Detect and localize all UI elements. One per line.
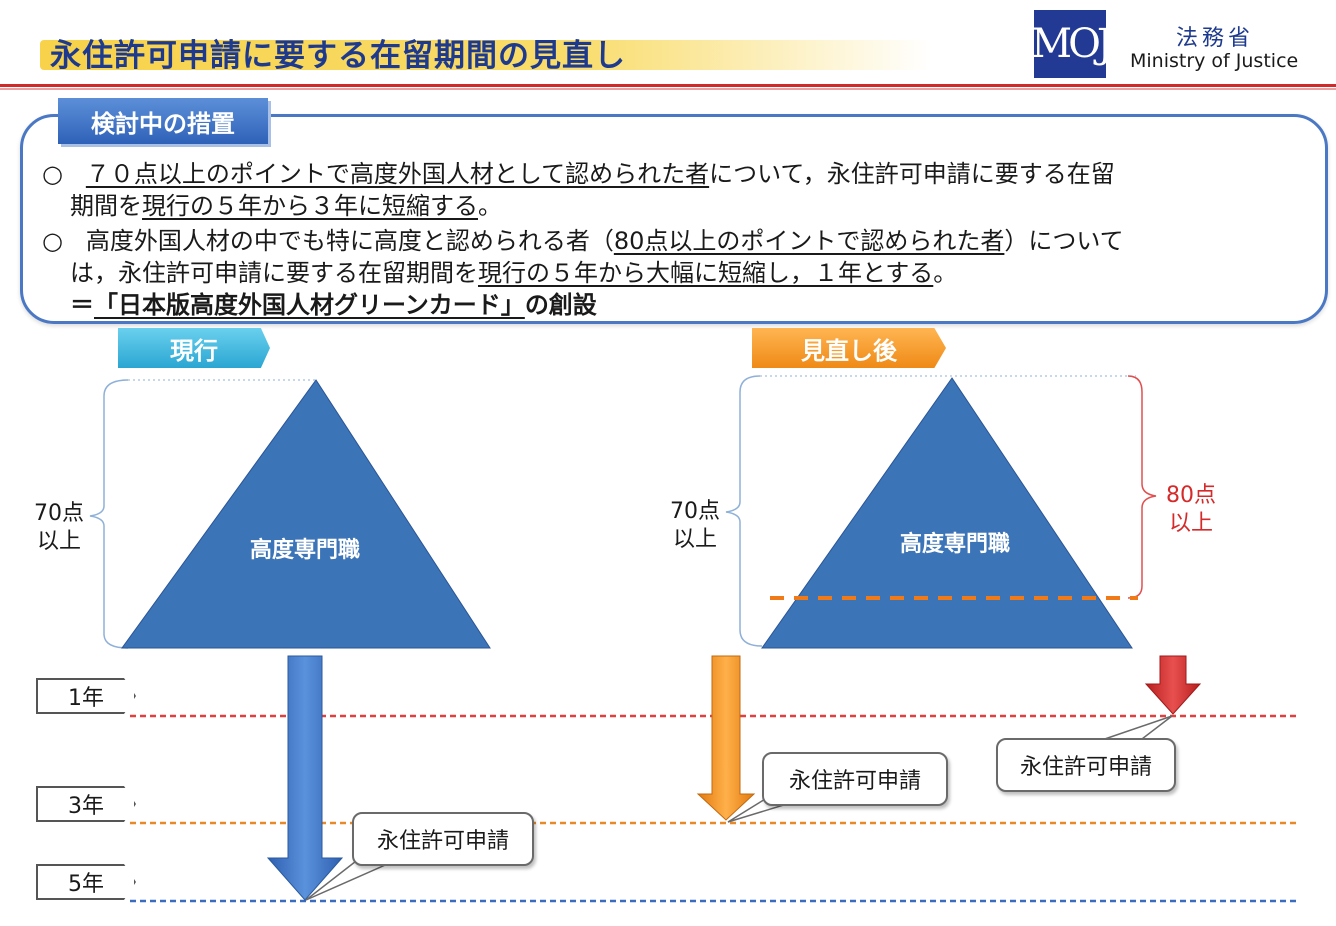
year-tag-1: 1年	[36, 678, 136, 714]
measures-box	[20, 114, 1328, 324]
measure-item-1-line-1: ○ ７０点以上のポイントで高度外国人材として認められた者について，永住許可申請に…	[42, 154, 1115, 189]
arrow-current-5-year	[266, 655, 344, 901]
moj-logo: MOJ	[1031, 10, 1113, 78]
measure-text: ）について	[1004, 227, 1124, 255]
pyramid-current	[121, 379, 491, 649]
ministry-name-en: Ministry of Justice	[1130, 50, 1299, 72]
bullet: ○	[42, 160, 63, 188]
page-title: 永住許可申請に要する在留期間の見直し	[50, 38, 626, 74]
header-rule-light	[0, 88, 1336, 90]
measure-item-1-line-2: 期間を現行の５年から３年に短縮する。	[70, 186, 502, 221]
year-tag-5: 5年	[36, 864, 136, 900]
points-suffix: 以上	[672, 527, 717, 552]
callout-application-3-year: 永住許可申請	[762, 752, 948, 806]
measure-item-2-line-2: は，永住許可申請に要する在留期間を現行の５年から大幅に短縮し，１年とする。	[70, 253, 957, 288]
pyramid-label-current: 高度専門職	[250, 538, 361, 563]
points-80-label-revised: 80点 以上	[1166, 482, 1216, 538]
measure-text: 期間を	[70, 192, 142, 220]
measure-text: は，永住許可申請に要する在留期間を	[70, 259, 478, 287]
measure-underlined: 現行の５年から大幅に短縮し，１年とする	[478, 259, 934, 287]
measure-item-2-line-1: ○ 高度外国人材の中でも特に高度と認められる者（80点以上のポイントで認められた…	[42, 221, 1124, 256]
points-value: 70点	[670, 499, 720, 524]
measure-text: 。	[933, 259, 958, 287]
measure-text: 高度外国人材の中でも特に高度と認められる者（	[85, 227, 614, 255]
bracket-left-70	[89, 379, 129, 649]
points-70-label-current: 70点 以上	[34, 500, 84, 556]
current-system-tag: 現行	[118, 328, 270, 368]
measure-item-1-underlined: ７０点以上のポイントで高度外国人材として認められた者	[85, 160, 710, 188]
points-70-label-revised: 70点 以上	[670, 498, 720, 554]
pyramid-revised	[761, 377, 1133, 649]
arrow-revised-3-year	[696, 655, 756, 821]
measure-item-2-line-3: ＝「日本版高度外国人材グリーンカード」の創設	[70, 285, 597, 320]
points-suffix: 以上	[36, 529, 81, 554]
bracket-right-70	[725, 375, 763, 647]
points-value: 70点	[34, 501, 84, 526]
pyramid-label-revised: 高度専門職	[900, 532, 1011, 557]
measures-tag: 検討中の措置	[58, 98, 268, 144]
arrow-revised-1-year	[1144, 655, 1202, 715]
callout-application-1-year: 永住許可申請	[996, 738, 1176, 792]
header-rule	[0, 84, 1336, 87]
green-card-name: 「日本版高度外国人材グリーンカード」	[94, 291, 525, 319]
ministry-name-jp: 法務省	[1176, 26, 1255, 51]
points-value: 80点	[1166, 483, 1216, 508]
bullet: ○	[42, 227, 63, 255]
measure-text: の創設	[524, 291, 597, 319]
year-tag-3: 3年	[36, 786, 136, 822]
measure-underlined: 現行の５年から３年に短縮する	[142, 192, 478, 220]
measure-item-1-rest: について，永住許可申請に要する在留	[709, 160, 1115, 188]
callout-application-5-year: 永住許可申請	[352, 812, 534, 866]
revised-system-tag: 見直し後	[752, 328, 946, 368]
points-suffix: 以上	[1168, 511, 1213, 536]
measure-text: ＝	[70, 291, 94, 319]
bracket-right-80	[1127, 375, 1157, 599]
title-highlight	[40, 40, 930, 70]
measure-text: 。	[478, 192, 502, 220]
measure-underlined: 80点以上のポイントで認められた者	[613, 227, 1005, 255]
